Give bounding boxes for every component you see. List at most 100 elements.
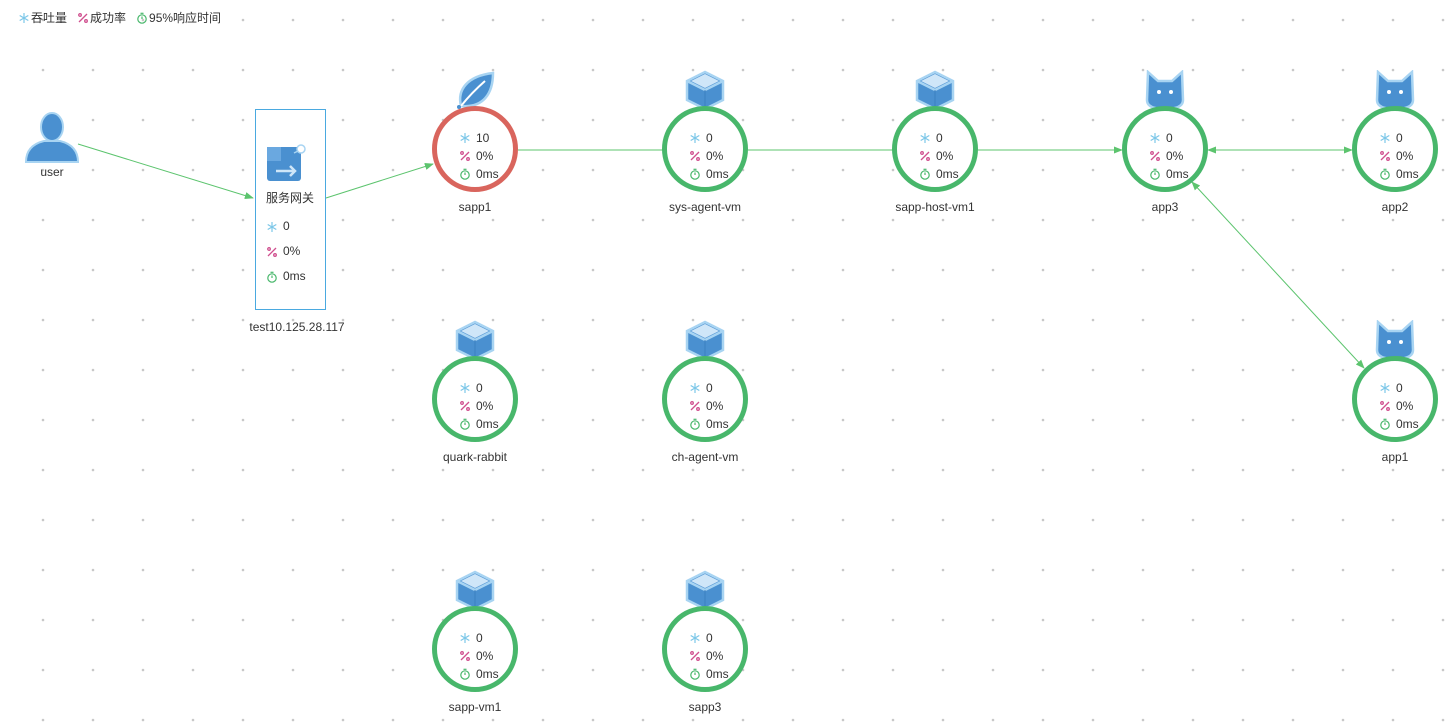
sapp-host-vm1-success-value: 0% bbox=[936, 149, 954, 163]
sys-agent-vm-response-value: 0ms bbox=[706, 167, 729, 181]
app1-label: app1 bbox=[1381, 450, 1409, 464]
sapp1-response-value: 0ms bbox=[476, 167, 499, 181]
snowflake-icon bbox=[690, 383, 700, 393]
percent-icon bbox=[267, 246, 277, 257]
stopwatch-icon bbox=[460, 168, 470, 180]
sapp1-response: 0ms bbox=[459, 165, 499, 183]
box-icon bbox=[683, 70, 727, 111]
sapp-host-vm1-status-ring: 0 0% 0ms bbox=[892, 106, 978, 192]
sapp3-success-value: 0% bbox=[706, 649, 724, 663]
app3-success-value: 0% bbox=[1166, 149, 1184, 163]
app3-throughput: 0 bbox=[1149, 129, 1189, 147]
gateway-icon bbox=[267, 144, 306, 181]
ch-agent-vm-metrics: 0 0% 0ms bbox=[689, 379, 729, 433]
stopwatch-icon bbox=[690, 168, 700, 180]
app3-response-value: 0ms bbox=[1166, 167, 1189, 181]
box-icon bbox=[683, 570, 727, 611]
sapp3-throughput-value: 0 bbox=[706, 631, 713, 645]
app3-success: 0% bbox=[1149, 147, 1189, 165]
ch-agent-vm-status-ring: 0 0% 0ms bbox=[662, 356, 748, 442]
sapp-vm1-response: 0ms bbox=[459, 665, 499, 683]
ch-agent-vm-success-value: 0% bbox=[706, 399, 724, 413]
legend-success: 成功率 bbox=[77, 9, 126, 26]
quark-rabbit-metrics: 0 0%0ms bbox=[459, 379, 499, 433]
gateway-success: 0% bbox=[266, 239, 306, 264]
app2-success-value: 0% bbox=[1396, 149, 1414, 163]
legend: 吞吐量 成功率 95%响应时间 bbox=[18, 9, 221, 26]
app1-success: 0% bbox=[1379, 397, 1419, 415]
user-node[interactable]: user bbox=[22, 108, 82, 179]
gateway-node[interactable]: 服务网关 0 0% 0ms bbox=[255, 109, 326, 310]
app2-success: 0% bbox=[1379, 147, 1419, 165]
snowflake-icon bbox=[19, 12, 29, 23]
app1-response-value: 0ms bbox=[1396, 417, 1419, 431]
sapp3-label: sapp3 bbox=[688, 700, 722, 714]
sapp-vm1-response-value: 0ms bbox=[476, 667, 499, 681]
ch-agent-vm-response-value: 0ms bbox=[706, 417, 729, 431]
snowflake-icon bbox=[460, 383, 470, 393]
gateway-throughput-value: 0 bbox=[283, 219, 290, 233]
sapp3-response: 0ms bbox=[689, 665, 729, 683]
quark-rabbit-success: 0% bbox=[459, 397, 499, 415]
cat-icon bbox=[1143, 69, 1187, 111]
snowflake-icon bbox=[920, 133, 930, 143]
percent-icon bbox=[1380, 401, 1390, 411]
sapp-host-vm1-response-value: 0ms bbox=[936, 167, 959, 181]
sapp-host-vm1-metrics: 0 0% 0ms bbox=[919, 129, 959, 183]
stopwatch-icon bbox=[690, 668, 700, 680]
percent-icon bbox=[690, 401, 700, 411]
percent-icon bbox=[1150, 151, 1160, 161]
percent-icon bbox=[460, 651, 470, 661]
sapp-vm1-label: sapp-vm1 bbox=[448, 700, 502, 714]
gateway-response-value: 0ms bbox=[283, 269, 306, 283]
gateway-success-value: 0% bbox=[283, 244, 301, 258]
legend-response-label: 95%响应时间 bbox=[149, 11, 222, 25]
app3-response: 0ms bbox=[1149, 165, 1189, 183]
percent-icon bbox=[460, 151, 470, 161]
quark-rabbit-label: quark-rabbit bbox=[442, 450, 508, 464]
sapp3-response-value: 0ms bbox=[706, 667, 729, 681]
quark-rabbit-response: 0ms bbox=[459, 415, 499, 433]
stopwatch-icon bbox=[1150, 168, 1160, 180]
stopwatch-icon bbox=[267, 271, 277, 283]
snowflake-icon bbox=[1380, 133, 1390, 143]
sapp-host-vm1-throughput-value: 0 bbox=[936, 131, 943, 145]
gateway-label: test10.125.28.117 bbox=[249, 320, 345, 334]
sys-agent-vm-throughput-value: 0 bbox=[706, 131, 713, 145]
snowflake-icon bbox=[267, 221, 277, 232]
ch-agent-vm-throughput: 0 bbox=[689, 379, 729, 397]
ch-agent-vm-success: 0% bbox=[689, 397, 729, 415]
ch-agent-vm-label: ch-agent-vm bbox=[671, 450, 739, 464]
stopwatch-icon bbox=[460, 418, 470, 430]
stopwatch-icon bbox=[1380, 418, 1390, 430]
gateway-title: 服务网关 bbox=[266, 191, 315, 205]
app1-success-value: 0% bbox=[1396, 399, 1414, 413]
percent-icon bbox=[1380, 151, 1390, 161]
percent-icon bbox=[78, 12, 88, 23]
app2-throughput: 0 bbox=[1379, 129, 1419, 147]
quark-rabbit-throughput-value: 0 bbox=[476, 381, 483, 395]
sapp1-success: 0% bbox=[459, 147, 499, 165]
sapp-vm1-success-value: 0% bbox=[476, 649, 494, 663]
sys-agent-vm-label: sys-agent-vm bbox=[668, 200, 742, 214]
stopwatch-icon bbox=[690, 418, 700, 430]
snowflake-icon bbox=[460, 633, 470, 643]
sapp-vm1-throughput-value: 0 bbox=[476, 631, 483, 645]
sys-agent-vm-response: 0ms bbox=[689, 165, 729, 183]
user-label: user bbox=[40, 165, 64, 179]
sys-agent-vm-throughput: 0 bbox=[689, 129, 729, 147]
app2-label: app2 bbox=[1381, 200, 1409, 214]
snowflake-icon bbox=[690, 633, 700, 643]
sapp-host-vm1-response: 0ms bbox=[919, 165, 959, 183]
percent-icon bbox=[920, 151, 930, 161]
gateway-response: 0ms bbox=[266, 264, 306, 289]
quark-rabbit-throughput: 0 bbox=[459, 379, 499, 397]
percent-icon bbox=[460, 401, 470, 411]
app1-throughput: 0 bbox=[1379, 379, 1419, 397]
legend-success-label: 成功率 bbox=[90, 11, 127, 25]
